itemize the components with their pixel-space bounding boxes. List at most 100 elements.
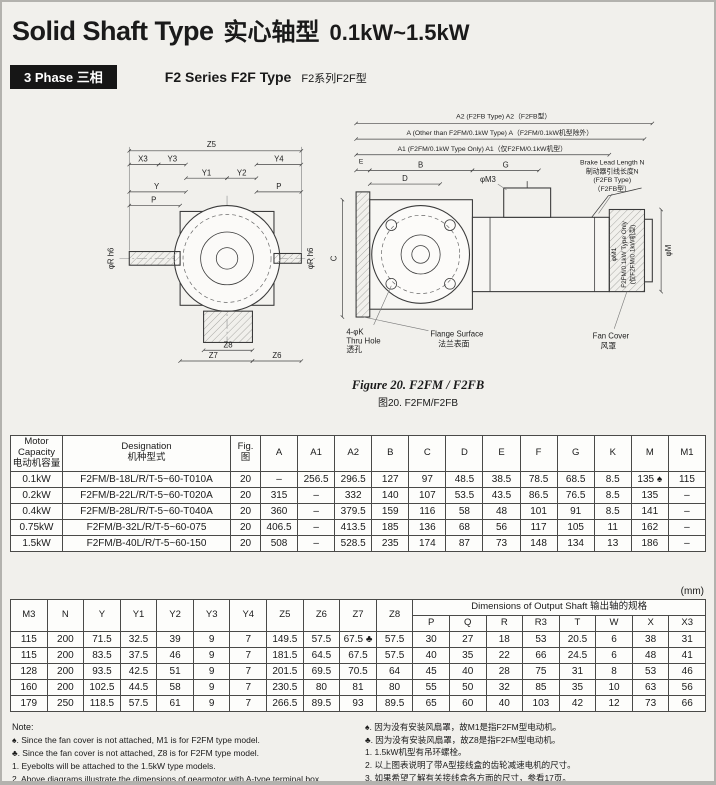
left-shaft bbox=[128, 250, 181, 266]
motor-body bbox=[471, 216, 610, 293]
table-cell: 83.5 bbox=[83, 646, 121, 664]
table-cell: 35 bbox=[558, 678, 597, 696]
table-cell: 134 bbox=[556, 534, 595, 552]
table-cell: 67.5 ♣ bbox=[339, 630, 377, 648]
table-cell: 179 bbox=[10, 694, 48, 712]
table-cell: 6 bbox=[595, 646, 633, 664]
flange-surface-label-zh: 法兰表面 bbox=[438, 338, 469, 348]
table-subheader-row: P Q R R3 T W X X3 bbox=[11, 614, 706, 632]
table-cell: 45 bbox=[412, 662, 450, 680]
table-cell: 200 bbox=[46, 646, 85, 664]
table-cell: 89.5 bbox=[302, 694, 341, 712]
dim-label-m: φM bbox=[664, 245, 673, 257]
table-cell: 135 ♠ bbox=[630, 470, 669, 488]
terminal-box bbox=[503, 187, 552, 218]
table-cell: 1.5kW bbox=[10, 534, 63, 552]
table-cell: – bbox=[667, 518, 707, 536]
table-cell: 20 bbox=[230, 534, 261, 552]
table-cell: 66 bbox=[522, 646, 560, 664]
table-cell: 8.5 bbox=[593, 502, 632, 520]
thru-hole-label-2: Thru Hole bbox=[346, 336, 380, 345]
col-header-d: D bbox=[445, 435, 484, 472]
table-header-row: M3 N Y Y1 Y2 Y3 Y4 Z5 Z6 Z7 Z8 Dimension… bbox=[10, 598, 706, 632]
table-cell: 41 bbox=[668, 646, 706, 664]
dimensions-table-shaft: M3 N Y Y1 Y2 Y3 Y4 Z5 Z6 Z7 Z8 Dimension… bbox=[10, 598, 706, 712]
bolt-hole bbox=[444, 219, 456, 231]
table-cell: 76.5 bbox=[556, 486, 595, 504]
table-cell: 379.5 bbox=[334, 502, 373, 520]
table-cell: 50 bbox=[448, 678, 487, 696]
power-range: 0.1kW~1.5kW bbox=[329, 20, 470, 45]
table-cell: 7 bbox=[229, 662, 268, 680]
col-header-x: X bbox=[631, 614, 670, 632]
table-cell: – bbox=[667, 502, 707, 520]
brake-lead-label-en: Brake Lead Length N bbox=[580, 160, 645, 167]
figure-area: Z5 X3 Y3 Y4 Y1 Y2 Y P P φR h6 φR h6 bbox=[10, 91, 706, 409]
table-cell: 201.5 bbox=[266, 662, 304, 680]
table-cell: 27 bbox=[448, 630, 487, 648]
page-title-chinese: 实心轴型 bbox=[223, 19, 320, 46]
table-cell: 37.5 bbox=[119, 646, 158, 664]
table-cell: 39 bbox=[156, 630, 194, 648]
note-line: ♣. Since the fan cover is not attached, … bbox=[12, 748, 259, 759]
bolt-hole bbox=[385, 219, 398, 231]
table-cell: 61 bbox=[156, 694, 194, 712]
figure-caption-zh: 图20. F2FM/F2FB bbox=[377, 398, 458, 409]
table-cell: 18 bbox=[485, 630, 524, 648]
table-cell: 56 bbox=[482, 518, 521, 536]
col-header-b: B bbox=[371, 435, 410, 472]
series-title-zh: F2系列F2F型 bbox=[301, 72, 367, 85]
table-cell: 149.5 bbox=[266, 630, 304, 648]
col-header-w: W bbox=[595, 614, 633, 632]
col-header-p: P bbox=[412, 614, 450, 632]
note-line: 2. 以上图表说明了带A型接线盒的齿轮减速电机的尺寸。 bbox=[365, 760, 576, 771]
table-cell: 200 bbox=[46, 662, 85, 680]
table-cell: 40 bbox=[448, 662, 487, 680]
col-header-fig: Fig. 图 bbox=[230, 435, 261, 472]
dim-label-y4: Y4 bbox=[274, 155, 284, 164]
table-cell: 65 bbox=[412, 694, 450, 712]
col-header-k: K bbox=[593, 435, 632, 472]
table-cell: 7 bbox=[229, 678, 268, 696]
table-cell: 9 bbox=[192, 662, 231, 680]
col-header-n: N bbox=[46, 598, 85, 632]
table-cell: 135 bbox=[630, 486, 669, 504]
table-cell: 200 bbox=[46, 678, 85, 696]
page-title: Solid Shaft Type bbox=[12, 16, 214, 46]
table-cell: 185 bbox=[371, 518, 410, 536]
table-cell: 91 bbox=[556, 502, 595, 520]
dim-label-e: E bbox=[359, 159, 364, 166]
table-cell: 115 bbox=[667, 470, 707, 488]
fan-cover-label-en: Fan Cover bbox=[593, 332, 630, 341]
flange-surface-label-en: Flange Surface bbox=[430, 330, 483, 339]
table-cell: 174 bbox=[408, 534, 447, 552]
dim-label-p-left: P bbox=[151, 196, 156, 205]
table-cell: 315 bbox=[259, 486, 299, 504]
table-cell: 406.5 bbox=[259, 518, 299, 536]
note-line: 2. Above diagrams illustrate the dimensi… bbox=[12, 773, 322, 781]
table-cell: F2FM/B-28L/R/T-5~60-T040A bbox=[62, 502, 231, 520]
col-header-t: T bbox=[558, 614, 597, 632]
table-cell: 75 bbox=[522, 662, 560, 680]
table-cell: 53 bbox=[522, 630, 560, 648]
table-cell: – bbox=[297, 534, 336, 552]
col-header-y2: Y2 bbox=[156, 598, 194, 632]
dim-label-shaft-dia-right: φR h6 bbox=[306, 248, 315, 270]
table-cell: 89.5 bbox=[375, 694, 414, 712]
table-cell: 22 bbox=[485, 646, 524, 664]
thru-hole-label-1: 4-φK bbox=[346, 328, 364, 337]
col-header-z5: Z5 bbox=[266, 598, 304, 632]
phase-badge: 3 Phase 三相 bbox=[10, 65, 117, 89]
col-header-capacity: Motor Capacity 电动机容量 bbox=[10, 435, 63, 472]
table-cell: 48 bbox=[482, 502, 521, 520]
table-cell: 78.5 bbox=[519, 470, 558, 488]
table-cell: 93.5 bbox=[83, 662, 121, 680]
table-cell: – bbox=[259, 470, 299, 488]
brake-lead-label-zh: 制动器引线长度N bbox=[586, 166, 639, 175]
col-header-a1: A1 bbox=[297, 435, 336, 472]
col-header-q: Q bbox=[448, 614, 487, 632]
table-cell: 68.5 bbox=[556, 470, 595, 488]
